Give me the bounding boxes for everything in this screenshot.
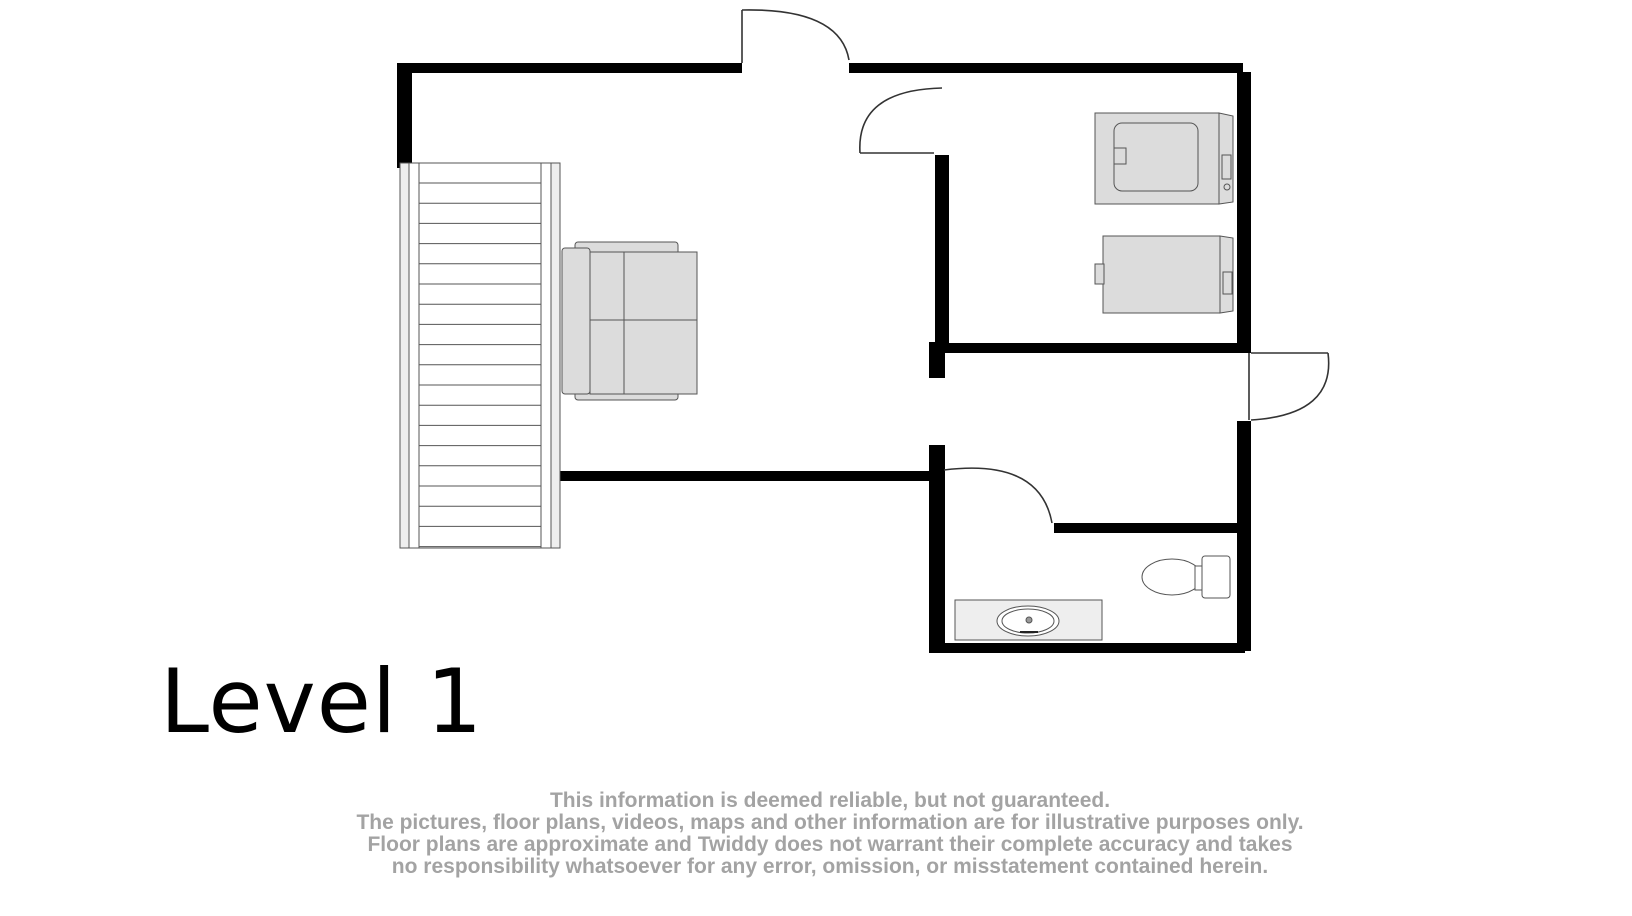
disclaimer-line: The pictures, floor plans, videos, maps …	[356, 811, 1304, 834]
disclaimer-line: This information is deemed reliable, but…	[549, 789, 1111, 812]
wall-left	[397, 63, 412, 168]
laundry-door[interactable]	[859, 87, 943, 154]
wall-bath-left	[929, 445, 945, 653]
wall-laundry-bottom	[944, 343, 1243, 353]
sofa	[561, 241, 698, 401]
toilet	[1141, 555, 1231, 599]
wall-top-left	[397, 63, 742, 73]
wall-bottom	[930, 643, 1245, 653]
disclaimer-line: no responsibility whatsoever for any err…	[391, 855, 1269, 878]
doors	[741, 9, 1330, 524]
washer	[1094, 112, 1234, 205]
sink-vanity	[954, 599, 1103, 641]
wall-right-upper	[1237, 72, 1251, 353]
bath-door[interactable]	[943, 467, 1053, 524]
wall-top-right	[849, 63, 1243, 73]
wall-right-lower	[1237, 421, 1251, 651]
wall-laundry-left	[935, 155, 949, 345]
dryer	[1094, 235, 1234, 314]
front-door[interactable]	[741, 9, 850, 63]
wall-laundry-stub	[929, 342, 945, 378]
wall-stair-bottom	[560, 471, 935, 481]
side-door[interactable]	[1248, 352, 1330, 421]
stairs	[399, 162, 561, 549]
level-label: Level 1	[160, 650, 484, 753]
walls	[397, 63, 1251, 653]
disclaimer: This information is deemed reliable, but…	[0, 790, 1632, 878]
wall-bath-top	[1054, 523, 1243, 533]
disclaimer-line: Floor plans are approximate and Twiddy d…	[367, 833, 1293, 856]
